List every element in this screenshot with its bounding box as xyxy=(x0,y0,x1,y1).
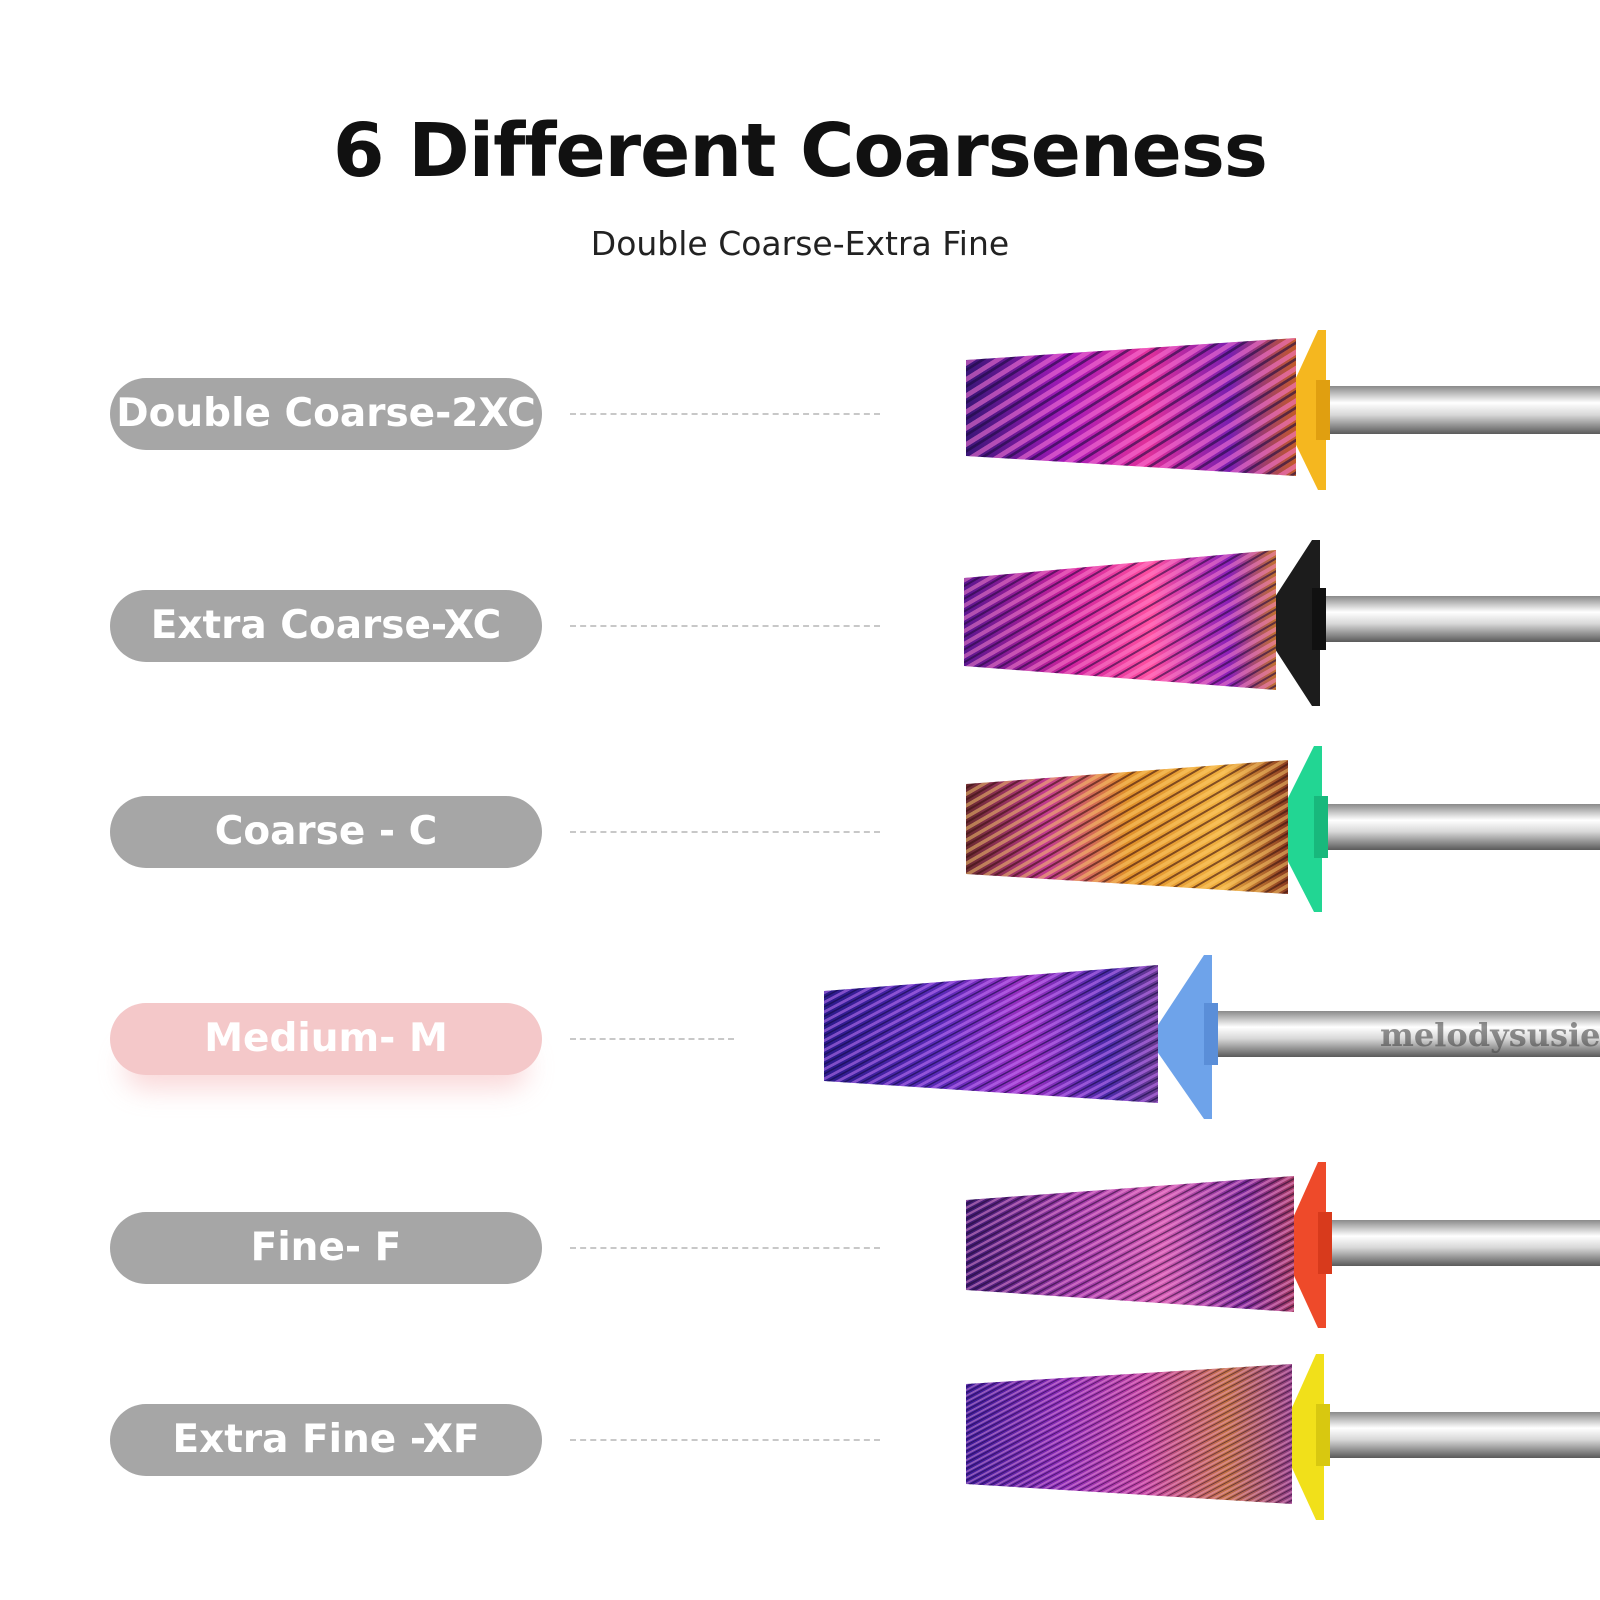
grade-row-coarse: Coarse - C xyxy=(0,746,1600,916)
drill-bit-image xyxy=(966,328,1600,498)
drill-bit-image xyxy=(966,1162,1600,1332)
connector-line xyxy=(570,831,880,833)
brand-engraving: melodysusie xyxy=(1380,1016,1600,1054)
grade-row-medium: Medium- M xyxy=(0,953,1600,1123)
connector-line xyxy=(570,1247,880,1249)
drill-bit-image: melodysusie xyxy=(824,953,1600,1123)
grade-label-extra-fine: Extra Fine -XF xyxy=(110,1404,542,1476)
connector-line xyxy=(570,413,880,415)
grade-label-fine: Fine- F xyxy=(110,1212,542,1284)
connector-line xyxy=(570,625,880,627)
page-subtitle: Double Coarse-Extra Fine xyxy=(590,224,1010,263)
grade-row-fine: Fine- F xyxy=(0,1162,1600,1332)
connector-line xyxy=(570,1439,880,1441)
drill-bit-image xyxy=(966,746,1600,916)
page-title: 6 Different Coarseness xyxy=(333,108,1268,194)
drill-bit-image xyxy=(966,1354,1600,1524)
grade-row-double-coarse: Double Coarse-2XC xyxy=(0,328,1600,498)
grade-row-extra-coarse: Extra Coarse-XC xyxy=(0,540,1600,710)
grade-label-coarse: Coarse - C xyxy=(110,796,542,868)
grade-row-extra-fine: Extra Fine -XF xyxy=(0,1354,1600,1524)
grade-label-double-coarse: Double Coarse-2XC xyxy=(110,378,542,450)
grade-label-medium: Medium- M xyxy=(110,1003,542,1075)
connector-line xyxy=(570,1038,734,1040)
drill-bit-image xyxy=(964,540,1600,710)
grade-label-extra-coarse: Extra Coarse-XC xyxy=(110,590,542,662)
